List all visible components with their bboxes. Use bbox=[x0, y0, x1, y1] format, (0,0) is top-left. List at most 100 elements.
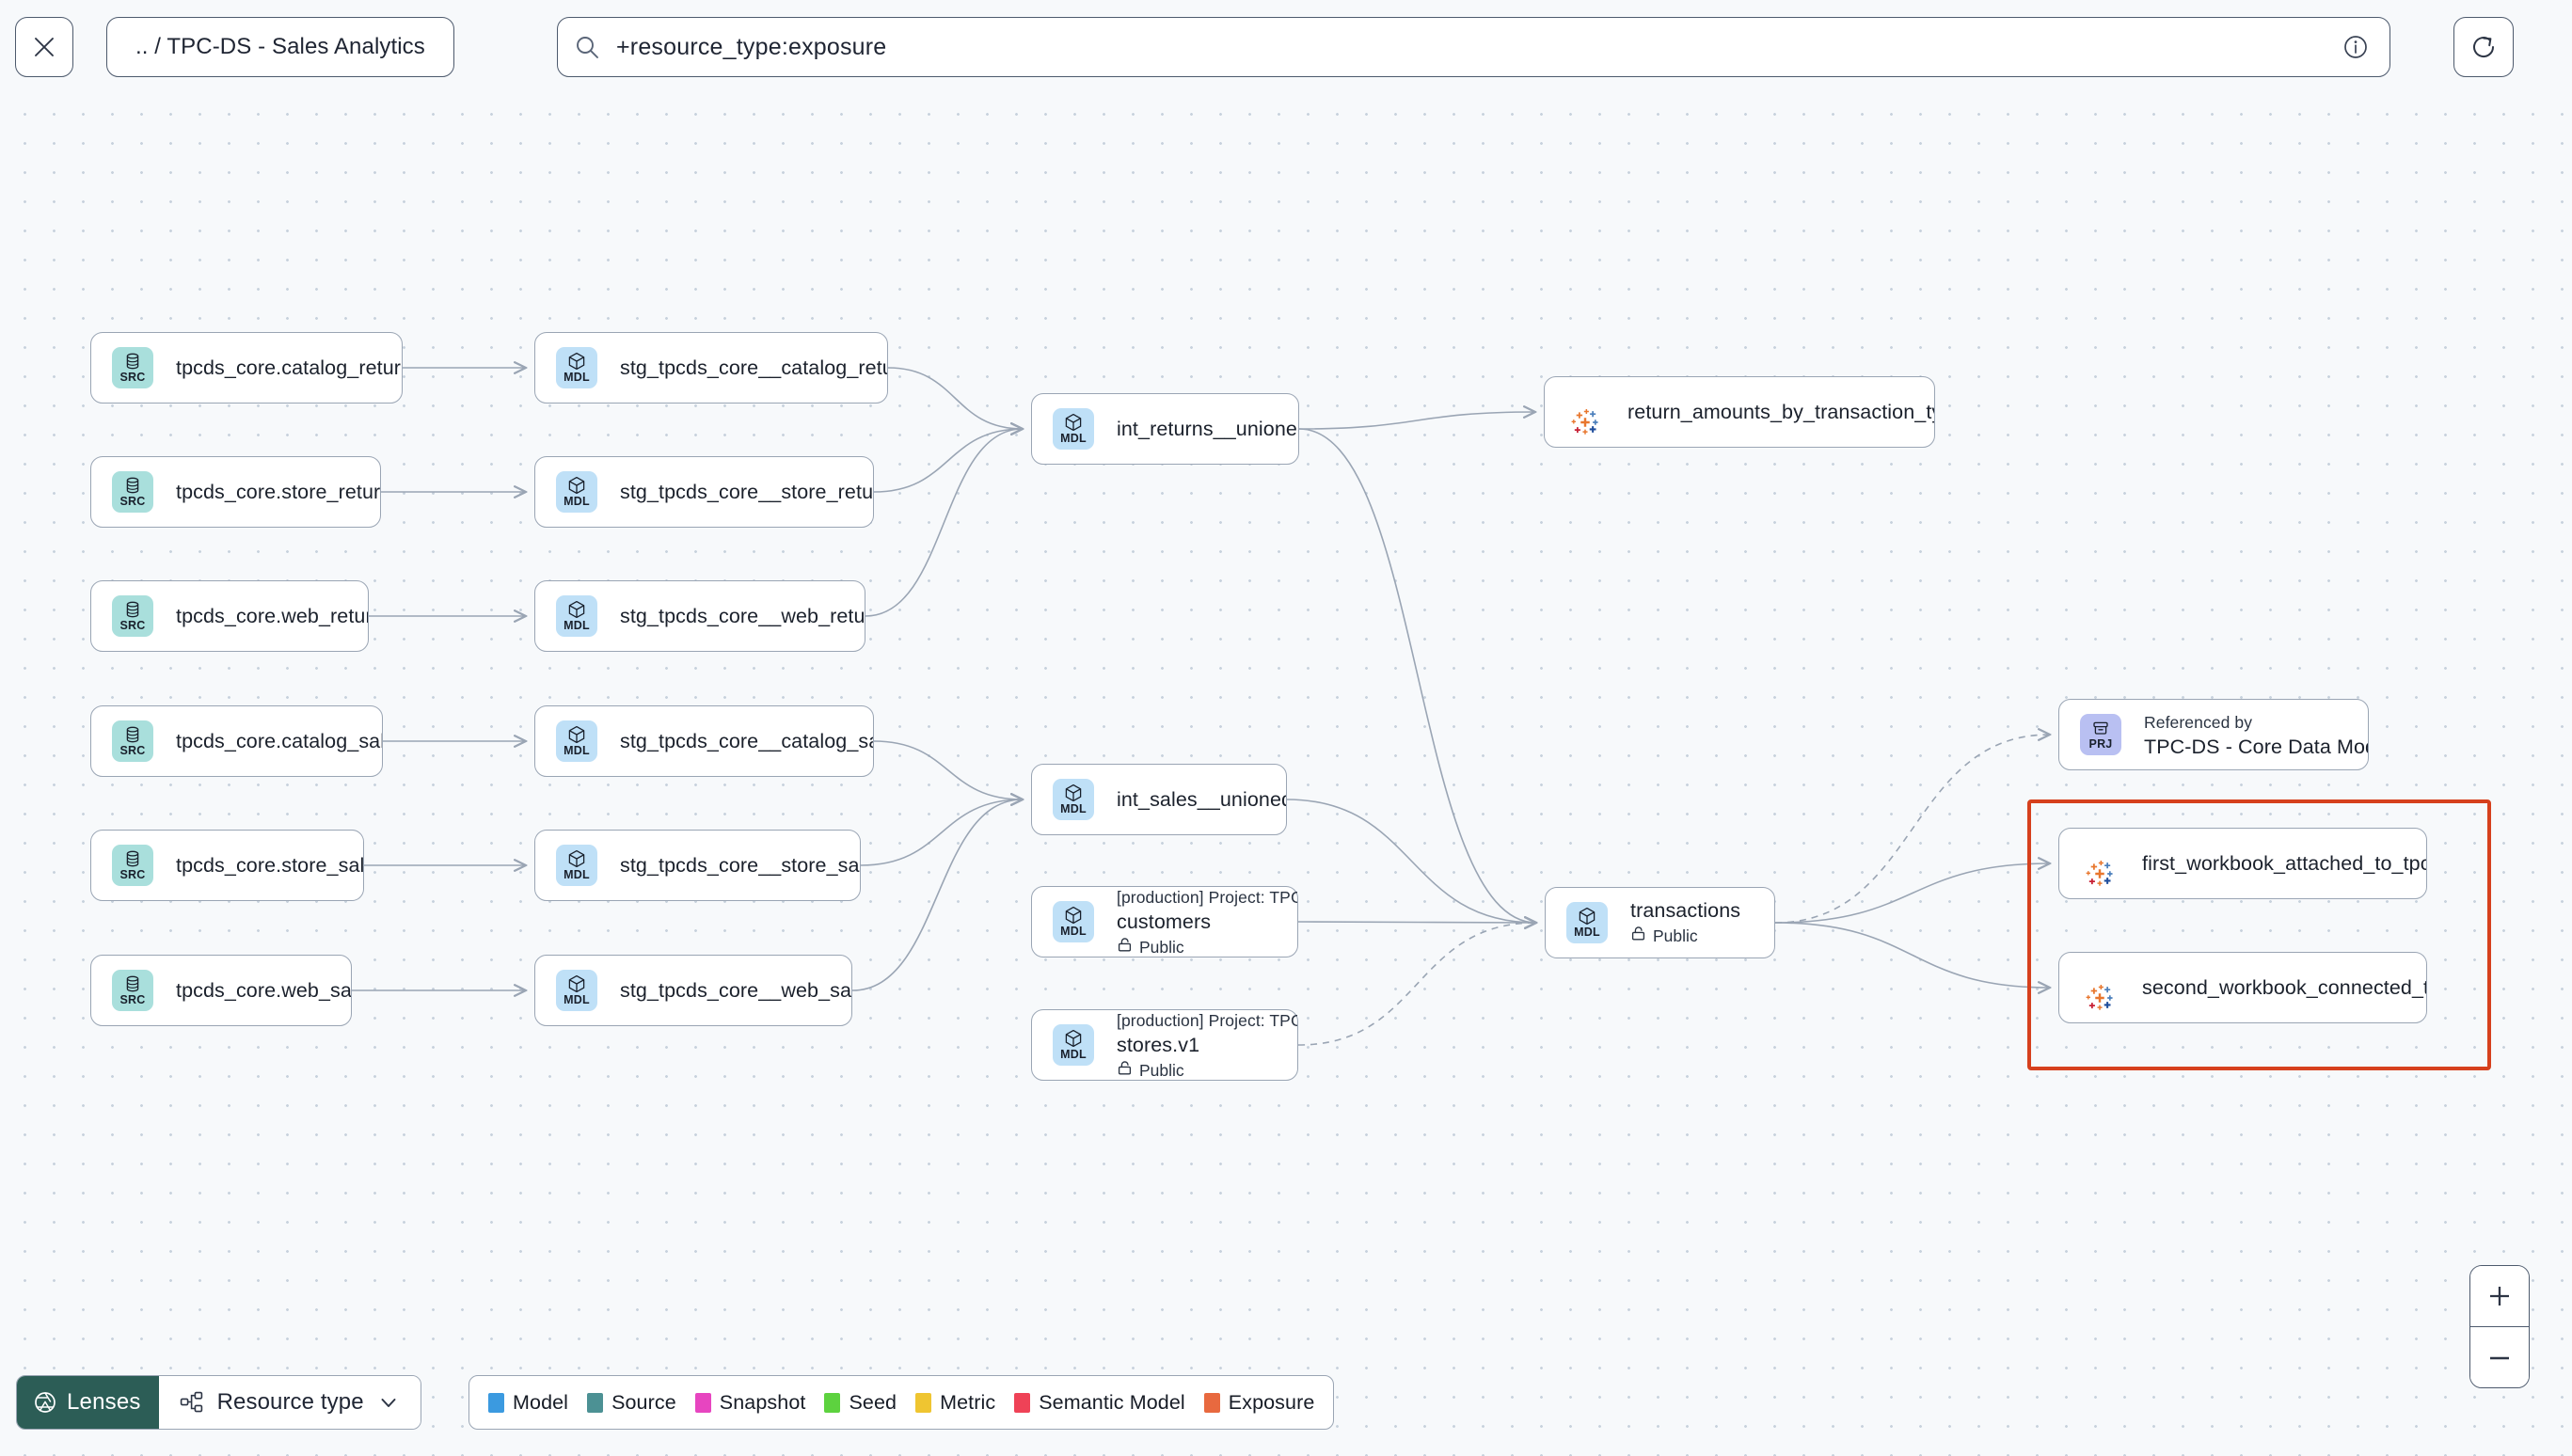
node-label-group: stg_tpcds_core__catalog_sales bbox=[620, 730, 873, 753]
legend-item-semantic-model[interactable]: Semantic Model bbox=[1014, 1391, 1185, 1415]
graph-node-mdl-stg-catalog-returns[interactable]: MDL stg_tpcds_core__catalog_returns bbox=[534, 332, 888, 404]
legend-label: Model bbox=[513, 1390, 569, 1414]
graph-node-mdl-stg-catalog-sales[interactable]: MDL stg_tpcds_core__catalog_sales bbox=[534, 705, 874, 777]
node-label-group: stg_tpcds_core__web_returns bbox=[620, 605, 865, 628]
search-input[interactable] bbox=[616, 33, 2322, 61]
node-badge-label: MDL bbox=[564, 868, 590, 881]
graph-node-mdl-customers[interactable]: MDL [production] Project: TPC-DS - Core … bbox=[1031, 886, 1298, 957]
node-visibility: Public bbox=[1630, 924, 1740, 948]
legend-item-snapshot[interactable]: Snapshot bbox=[694, 1391, 806, 1415]
project-icon bbox=[2091, 719, 2110, 737]
node-badge-label: MDL bbox=[564, 371, 590, 384]
node-badge-label: MDL bbox=[1574, 926, 1600, 939]
graph-node-mdl-stg-web-returns[interactable]: MDL stg_tpcds_core__web_returns bbox=[534, 580, 865, 652]
node-title: stg_tpcds_core__web_sales bbox=[620, 978, 851, 1002]
node-visibility-label: Public bbox=[1653, 926, 1698, 945]
chevron-down-icon bbox=[381, 1399, 396, 1407]
graph-node-src-catalog-sales[interactable]: SRC tpcds_core.catalog_sales bbox=[90, 705, 383, 777]
node-title: stg_tpcds_core__web_returns bbox=[620, 604, 865, 627]
node-badge-label: SRC bbox=[119, 371, 146, 384]
node-title: stg_tpcds_core__catalog_sales bbox=[620, 729, 873, 752]
search-bar[interactable] bbox=[557, 17, 2390, 77]
breadcrumb[interactable]: .. / TPC-DS - Sales Analytics bbox=[106, 17, 454, 77]
edge-mdl-int-returns-unioned-to-mdl-transactions bbox=[1298, 428, 1536, 923]
legend-swatch bbox=[1203, 1392, 1220, 1413]
node-title: customers bbox=[1117, 910, 1212, 933]
refresh-button[interactable] bbox=[2453, 17, 2514, 77]
graph-node-src-store-sales[interactable]: SRC tpcds_core.store_sales bbox=[90, 830, 364, 901]
legend-item-seed[interactable]: Seed bbox=[824, 1391, 897, 1415]
node-badge-label: SRC bbox=[119, 744, 146, 757]
graph-node-mdl-stg-store-sales[interactable]: MDL stg_tpcds_core__store_sales bbox=[534, 830, 861, 901]
graph-node-exp-second-workbook[interactable]: second_workbook_connected_to_live… bbox=[2058, 952, 2427, 1023]
zoom-out-button[interactable] bbox=[2470, 1327, 2529, 1387]
graph-node-src-catalog-returns[interactable]: SRC tpcds_core.catalog_returns bbox=[90, 332, 403, 404]
legend-item-source[interactable]: Source bbox=[587, 1391, 676, 1415]
node-title: tpcds_core.catalog_sales bbox=[176, 729, 382, 752]
graph-node-mdl-int-returns-unioned[interactable]: MDL int_returns__unioned bbox=[1031, 393, 1299, 465]
graph-node-exp-return-amounts[interactable]: return_amounts_by_transaction_type bbox=[1544, 376, 1935, 448]
lenses-button[interactable]: Lenses bbox=[17, 1376, 159, 1429]
database-icon bbox=[123, 725, 142, 744]
node-type-badge-src: SRC bbox=[112, 471, 153, 513]
cube-icon bbox=[567, 600, 586, 619]
graph-node-mdl-stg-web-sales[interactable]: MDL stg_tpcds_core__web_sales bbox=[534, 955, 852, 1026]
search-icon bbox=[558, 34, 616, 60]
node-badge-label: MDL bbox=[564, 993, 590, 1006]
legend-swatch bbox=[694, 1392, 711, 1413]
graph-node-mdl-transactions[interactable]: MDL transactions Public bbox=[1545, 887, 1775, 958]
graph-node-src-web-returns[interactable]: SRC tpcds_core.web_returns bbox=[90, 580, 369, 652]
breadcrumb-label: .. / TPC-DS - Sales Analytics bbox=[135, 34, 425, 59]
node-label-group: tpcds_core.web_returns bbox=[176, 605, 368, 628]
node-visibility: Public bbox=[1117, 935, 1297, 959]
cube-icon bbox=[567, 974, 586, 993]
zoom-controls[interactable] bbox=[2469, 1265, 2530, 1388]
graph-node-exp-first-workbook[interactable]: first_workbook_attached_to_tpc-ds_-_… bbox=[2058, 828, 2427, 899]
legend-swatch bbox=[1014, 1392, 1031, 1413]
node-label-group: first_workbook_attached_to_tpc-ds_-_… bbox=[2142, 852, 2426, 876]
node-label-group: tpcds_core.store_returns bbox=[176, 481, 380, 504]
graph-node-src-store-returns[interactable]: SRC tpcds_core.store_returns bbox=[90, 456, 381, 528]
node-badge-label: MDL bbox=[1060, 432, 1087, 445]
legend-item-model[interactable]: Model bbox=[488, 1391, 568, 1415]
close-icon bbox=[35, 38, 54, 56]
legend-label: Metric bbox=[940, 1390, 996, 1414]
node-type-badge-mdl: MDL bbox=[556, 720, 597, 762]
minus-icon bbox=[2490, 1356, 2509, 1359]
edge-mdl-stg-web-returns-to-mdl-int-returns-unioned bbox=[865, 429, 1023, 617]
node-type-badge-src: SRC bbox=[112, 970, 153, 1011]
node-title: TPC-DS - Core Data Models bbox=[2144, 735, 2368, 758]
graph-node-src-web-sales[interactable]: SRC tpcds_core.web_sales bbox=[90, 955, 352, 1026]
zoom-in-button[interactable] bbox=[2470, 1266, 2529, 1327]
close-button[interactable] bbox=[15, 17, 73, 77]
node-label-group: tpcds_core.catalog_returns bbox=[176, 356, 402, 380]
refresh-icon bbox=[2473, 37, 2495, 58]
graph-node-mdl-stores-v1[interactable]: MDL [production] Project: TPC-DS - Core … bbox=[1031, 1009, 1298, 1081]
legend-label: Seed bbox=[849, 1390, 897, 1414]
legend-item-metric[interactable]: Metric bbox=[915, 1391, 995, 1415]
node-type-badge-tab bbox=[2080, 968, 2120, 1010]
node-title: return_amounts_by_transaction_type bbox=[1627, 400, 1934, 423]
resource-type-dropdown[interactable]: Resource type bbox=[158, 1376, 421, 1429]
node-label-group: return_amounts_by_transaction_type bbox=[1627, 401, 1934, 424]
info-circle-icon[interactable] bbox=[2322, 33, 2389, 61]
graph-node-mdl-int-sales-unioned[interactable]: MDL int_sales__unioned bbox=[1031, 764, 1287, 835]
node-title: tpcds_core.catalog_returns bbox=[176, 356, 402, 379]
node-type-badge-tab bbox=[1565, 392, 1605, 435]
node-title: tpcds_core.store_returns bbox=[176, 480, 380, 503]
unlock-icon bbox=[1630, 924, 1646, 948]
legend-item-exposure[interactable]: Exposure bbox=[1203, 1391, 1315, 1415]
graph-node-mdl-stg-store-returns[interactable]: MDL stg_tpcds_core__store_returns bbox=[534, 456, 874, 528]
node-badge-label: SRC bbox=[119, 495, 146, 508]
edge-mdl-stg-web-sales-to-mdl-int-sales-unioned bbox=[851, 799, 1023, 991]
node-title: second_workbook_connected_to_live… bbox=[2142, 975, 2426, 999]
unlock-icon bbox=[1117, 1058, 1133, 1083]
node-label-group: tpcds_core.store_sales bbox=[176, 854, 363, 878]
cube-icon bbox=[1578, 907, 1596, 926]
node-title: int_returns__unioned bbox=[1117, 417, 1298, 440]
node-subtitle: [production] Project: TPC-DS - Core Data… bbox=[1117, 1010, 1297, 1030]
node-title: transactions bbox=[1630, 898, 1741, 922]
